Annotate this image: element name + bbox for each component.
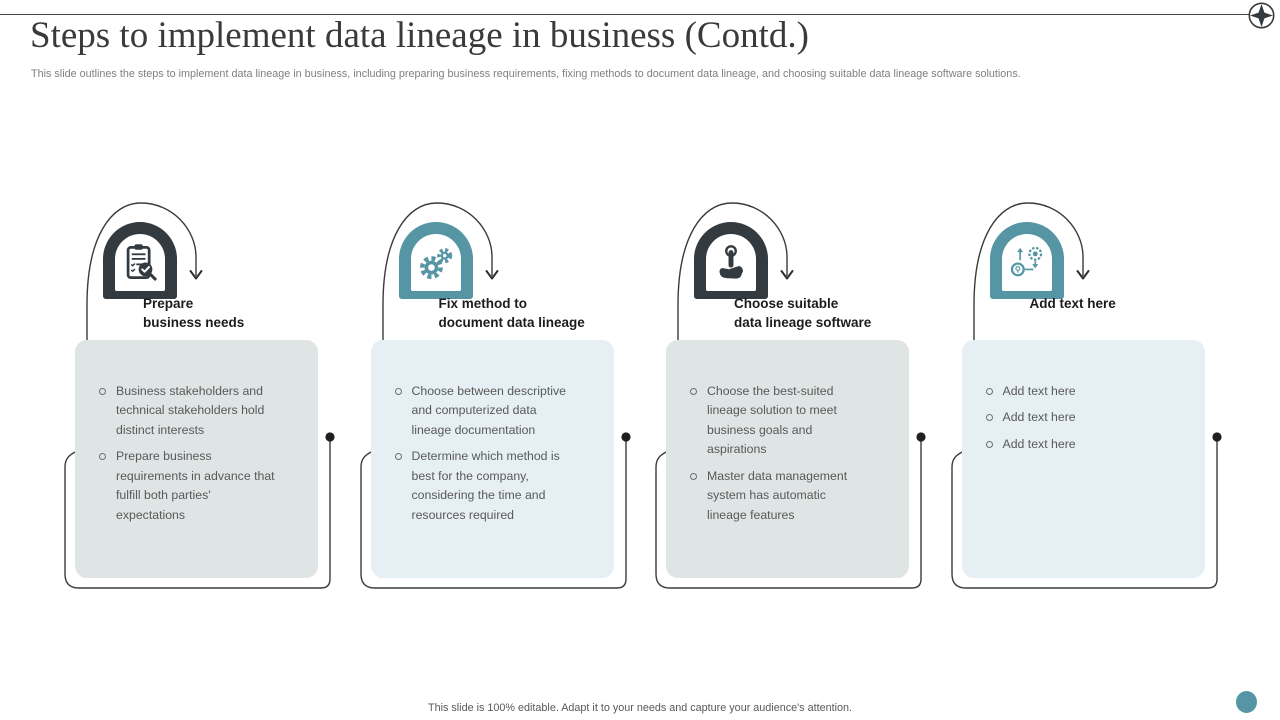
clipboard-check-icon	[126, 243, 157, 281]
bullet-list: Choose the best-suited lineage solution …	[688, 382, 867, 525]
bullet-list: Choose between descriptive and computeri…	[393, 382, 572, 525]
step-column: Fix method to document data lineage Choo…	[346, 195, 642, 600]
step-arch-frame	[103, 222, 177, 299]
step-content-box: Choose between descriptive and computeri…	[370, 340, 614, 578]
step-arch-frame	[989, 222, 1064, 299]
slide-subtitle: This slide outlines the steps to impleme…	[31, 68, 1021, 80]
step-content-box: Business stakeholders and technical stak…	[75, 340, 318, 578]
bullet-item: Determine which method is best for the c…	[393, 447, 572, 525]
step-title: Fix method to document data lineage	[438, 296, 585, 330]
bullet-item: Choose the best-suited lineage solution …	[688, 382, 867, 460]
step-title: Choose suitable data lineage software	[734, 296, 872, 330]
header-rule	[0, 14, 1250, 15]
footer-note: This slide is 100% editable. Adapt it to…	[427, 702, 852, 714]
compass-star-icon	[1248, 2, 1275, 29]
step-arch-frame	[694, 222, 768, 299]
step-content-box: Choose the best-suited lineage solution …	[666, 340, 909, 578]
gears-icon	[419, 247, 452, 279]
process-flow-icon	[1010, 246, 1042, 276]
step-arch-inner	[410, 234, 461, 291]
step-title: Prepare business needs	[143, 296, 245, 330]
bullet-list: Business stakeholders and technical stak…	[97, 382, 276, 525]
step-title: Add text here	[1029, 296, 1116, 311]
bullet-item: Master data management system has automa…	[688, 467, 867, 525]
bullet-item: Add text here	[984, 382, 1163, 401]
step-arch-inner	[115, 234, 165, 291]
press-button-icon	[719, 244, 744, 279]
bullet-item: Choose between descriptive and computeri…	[393, 382, 572, 440]
bullet-item: Business stakeholders and technical stak…	[97, 382, 276, 440]
bullet-item: Add text here	[984, 408, 1163, 427]
step-arch-inner	[1001, 234, 1052, 291]
step-column: Prepare business needs Business stakehol…	[50, 195, 346, 600]
steps-row: Prepare business needs Business stakehol…	[50, 195, 1232, 600]
bullet-item: Prepare business requirements in advance…	[97, 447, 276, 525]
page-title: Steps to implement data lineage in busin…	[30, 15, 809, 56]
bullet-item: Add text here	[984, 435, 1163, 454]
step-arch-frame	[398, 222, 473, 299]
corner-accent-dot	[1236, 691, 1257, 713]
step-column: Choose suitable data lineage software Ch…	[641, 195, 937, 600]
step-arch-inner	[706, 234, 756, 291]
